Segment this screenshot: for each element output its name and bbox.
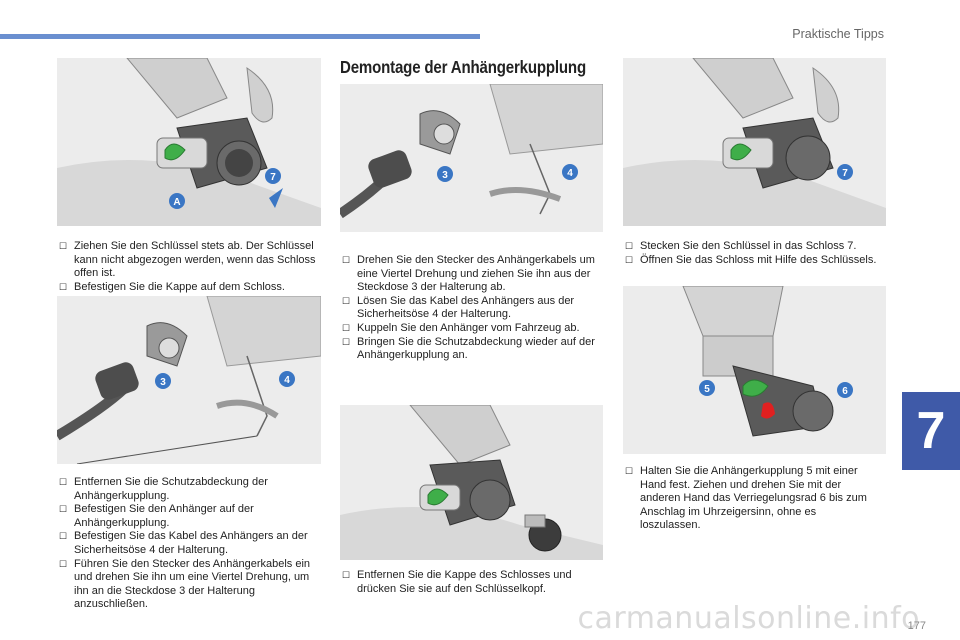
checkbox-bullet-icon: ☐ (59, 531, 68, 542)
chapter-tab: 7 (902, 392, 960, 470)
badge-6: 6 (842, 386, 848, 397)
figure-socket-plug-left: 3 4 (57, 296, 321, 464)
badge-3-middle: 3 (442, 170, 448, 181)
figure-lock-key-right: 7 (623, 58, 886, 226)
checkbox-bullet-icon: ☐ (625, 466, 634, 476)
list-item: ☐Befestigen Sie den Anhänger auf der Anh… (59, 503, 254, 529)
text-col1-bottom: ☐Entfernen Sie die Schutzabdeckung der A… (59, 476, 323, 612)
lock-key-right-illustration: 7 (623, 58, 886, 226)
header-bar (0, 34, 480, 39)
socket-plug-illustration: 3 4 (57, 296, 321, 464)
list-item: ☐Öffnen Sie das Schloss mit Hilfe des Sc… (625, 253, 877, 266)
page-number: 177 (907, 620, 926, 632)
list-item: ☐Kuppeln Sie den Anhänger vom Fahrzeug a… (342, 321, 580, 334)
list-item: ☐Entfernen Sie die Kappe des Schlosses u… (342, 569, 572, 595)
section-title: Praktische Tipps (792, 27, 884, 41)
page-heading: Demontage der Anhängerkupplung (340, 57, 586, 77)
watermark: carmanualsonline.info (577, 601, 920, 636)
checkbox-bullet-icon: ☐ (625, 241, 634, 251)
list-item: ☐Befestigen Sie das Kabel des Anhängers … (59, 530, 308, 556)
figure-socket-unplug-middle: 3 4 (340, 84, 603, 232)
checkbox-bullet-icon: ☐ (342, 322, 351, 333)
list-item: ☐Führen Sie den Stecker des Anhängerkabe… (59, 557, 311, 611)
figure-lock-cap-middle (340, 405, 603, 560)
checkbox-bullet-icon: ☐ (342, 570, 351, 580)
socket-unplug-illustration: 3 4 (340, 84, 603, 232)
checkbox-bullet-icon: ☐ (625, 254, 634, 265)
list-item: ☐Ziehen Sie den Schlüssel stets ab. Der … (59, 240, 316, 280)
checkbox-bullet-icon: ☐ (59, 477, 68, 487)
checkbox-bullet-icon: ☐ (342, 255, 351, 265)
list-item: ☐Bringen Sie die Schutzabdeckung wieder … (342, 335, 595, 362)
text-col3-top: ☐Stecken Sie den Schlüssel in das Schlos… (625, 240, 890, 267)
checkbox-bullet-icon: ☐ (59, 504, 68, 515)
checkbox-bullet-icon: ☐ (59, 281, 68, 292)
badge-7-right: 7 (842, 168, 848, 179)
badge-3-left: 3 (160, 377, 166, 388)
list-item: ☐Lösen Sie das Kabel des Anhängers aus d… (342, 294, 575, 321)
checkbox-bullet-icon: ☐ (342, 336, 351, 347)
text-col2-bottom: ☐Entfernen Sie die Kappe des Schlosses u… (342, 569, 604, 596)
badge-5: 5 (704, 384, 710, 395)
text-col2-top: ☐Drehen Sie den Stecker des Anhängerkabe… (342, 254, 604, 363)
list-item: ☐Drehen Sie den Stecker des Anhängerkabe… (342, 254, 595, 294)
badge-7: 7 (270, 172, 276, 183)
checkbox-bullet-icon: ☐ (59, 558, 68, 569)
text-col1-top: ☐Ziehen Sie den Schlüssel stets ab. Der … (59, 240, 323, 294)
figure-lock-key-top-left: 7 A (57, 58, 321, 226)
lock-cap-illustration (340, 405, 603, 560)
figure-coupling-right: 5 6 (623, 286, 886, 454)
list-item: ☐Entfernen Sie die Schutzabdeckung der A… (59, 476, 268, 502)
text-col3-bottom: ☐Halten Sie die Anhängerkupplung 5 mit e… (625, 465, 875, 533)
badge-A: A (173, 197, 180, 208)
list-item: ☐Halten Sie die Anhängerkupplung 5 mit e… (625, 465, 867, 532)
checkbox-bullet-icon: ☐ (342, 295, 351, 306)
badge-4-left: 4 (284, 375, 290, 386)
list-item: ☐Stecken Sie den Schlüssel in das Schlos… (625, 240, 857, 252)
checkbox-bullet-icon: ☐ (59, 241, 68, 251)
lock-key-illustration: 7 A (57, 58, 321, 226)
badge-4-middle: 4 (567, 168, 573, 179)
coupling-illustration: 5 6 (623, 286, 886, 454)
list-item: ☐Befestigen Sie die Kappe auf dem Schlos… (59, 280, 285, 293)
